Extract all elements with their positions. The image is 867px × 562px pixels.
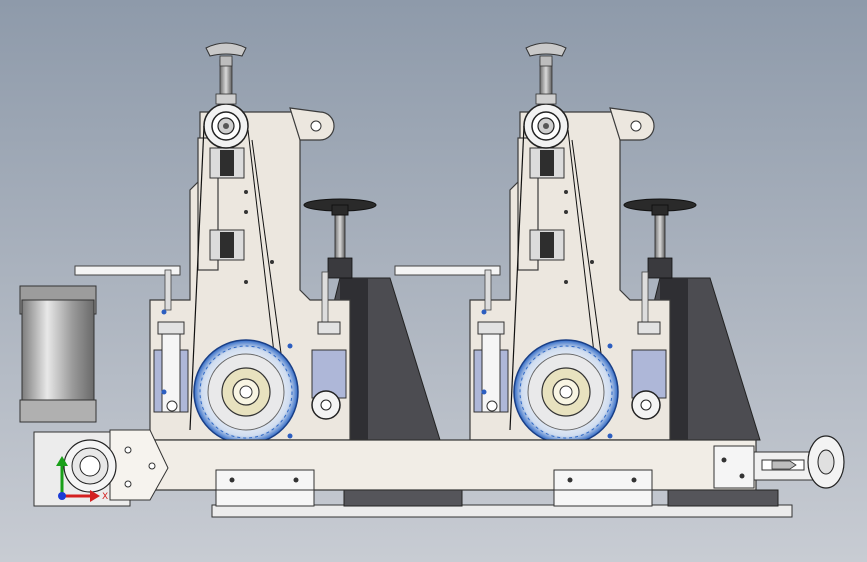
support-foot <box>667 489 779 507</box>
bottom-rail[interactable] <box>211 504 793 518</box>
beam-icon[interactable] <box>33 429 757 507</box>
motor-icon[interactable] <box>19 285 97 423</box>
triad-x-label: X <box>102 492 108 502</box>
support-foot <box>343 489 463 507</box>
view-triad[interactable]: X <box>56 456 108 502</box>
slide-icon[interactable] <box>713 435 845 489</box>
